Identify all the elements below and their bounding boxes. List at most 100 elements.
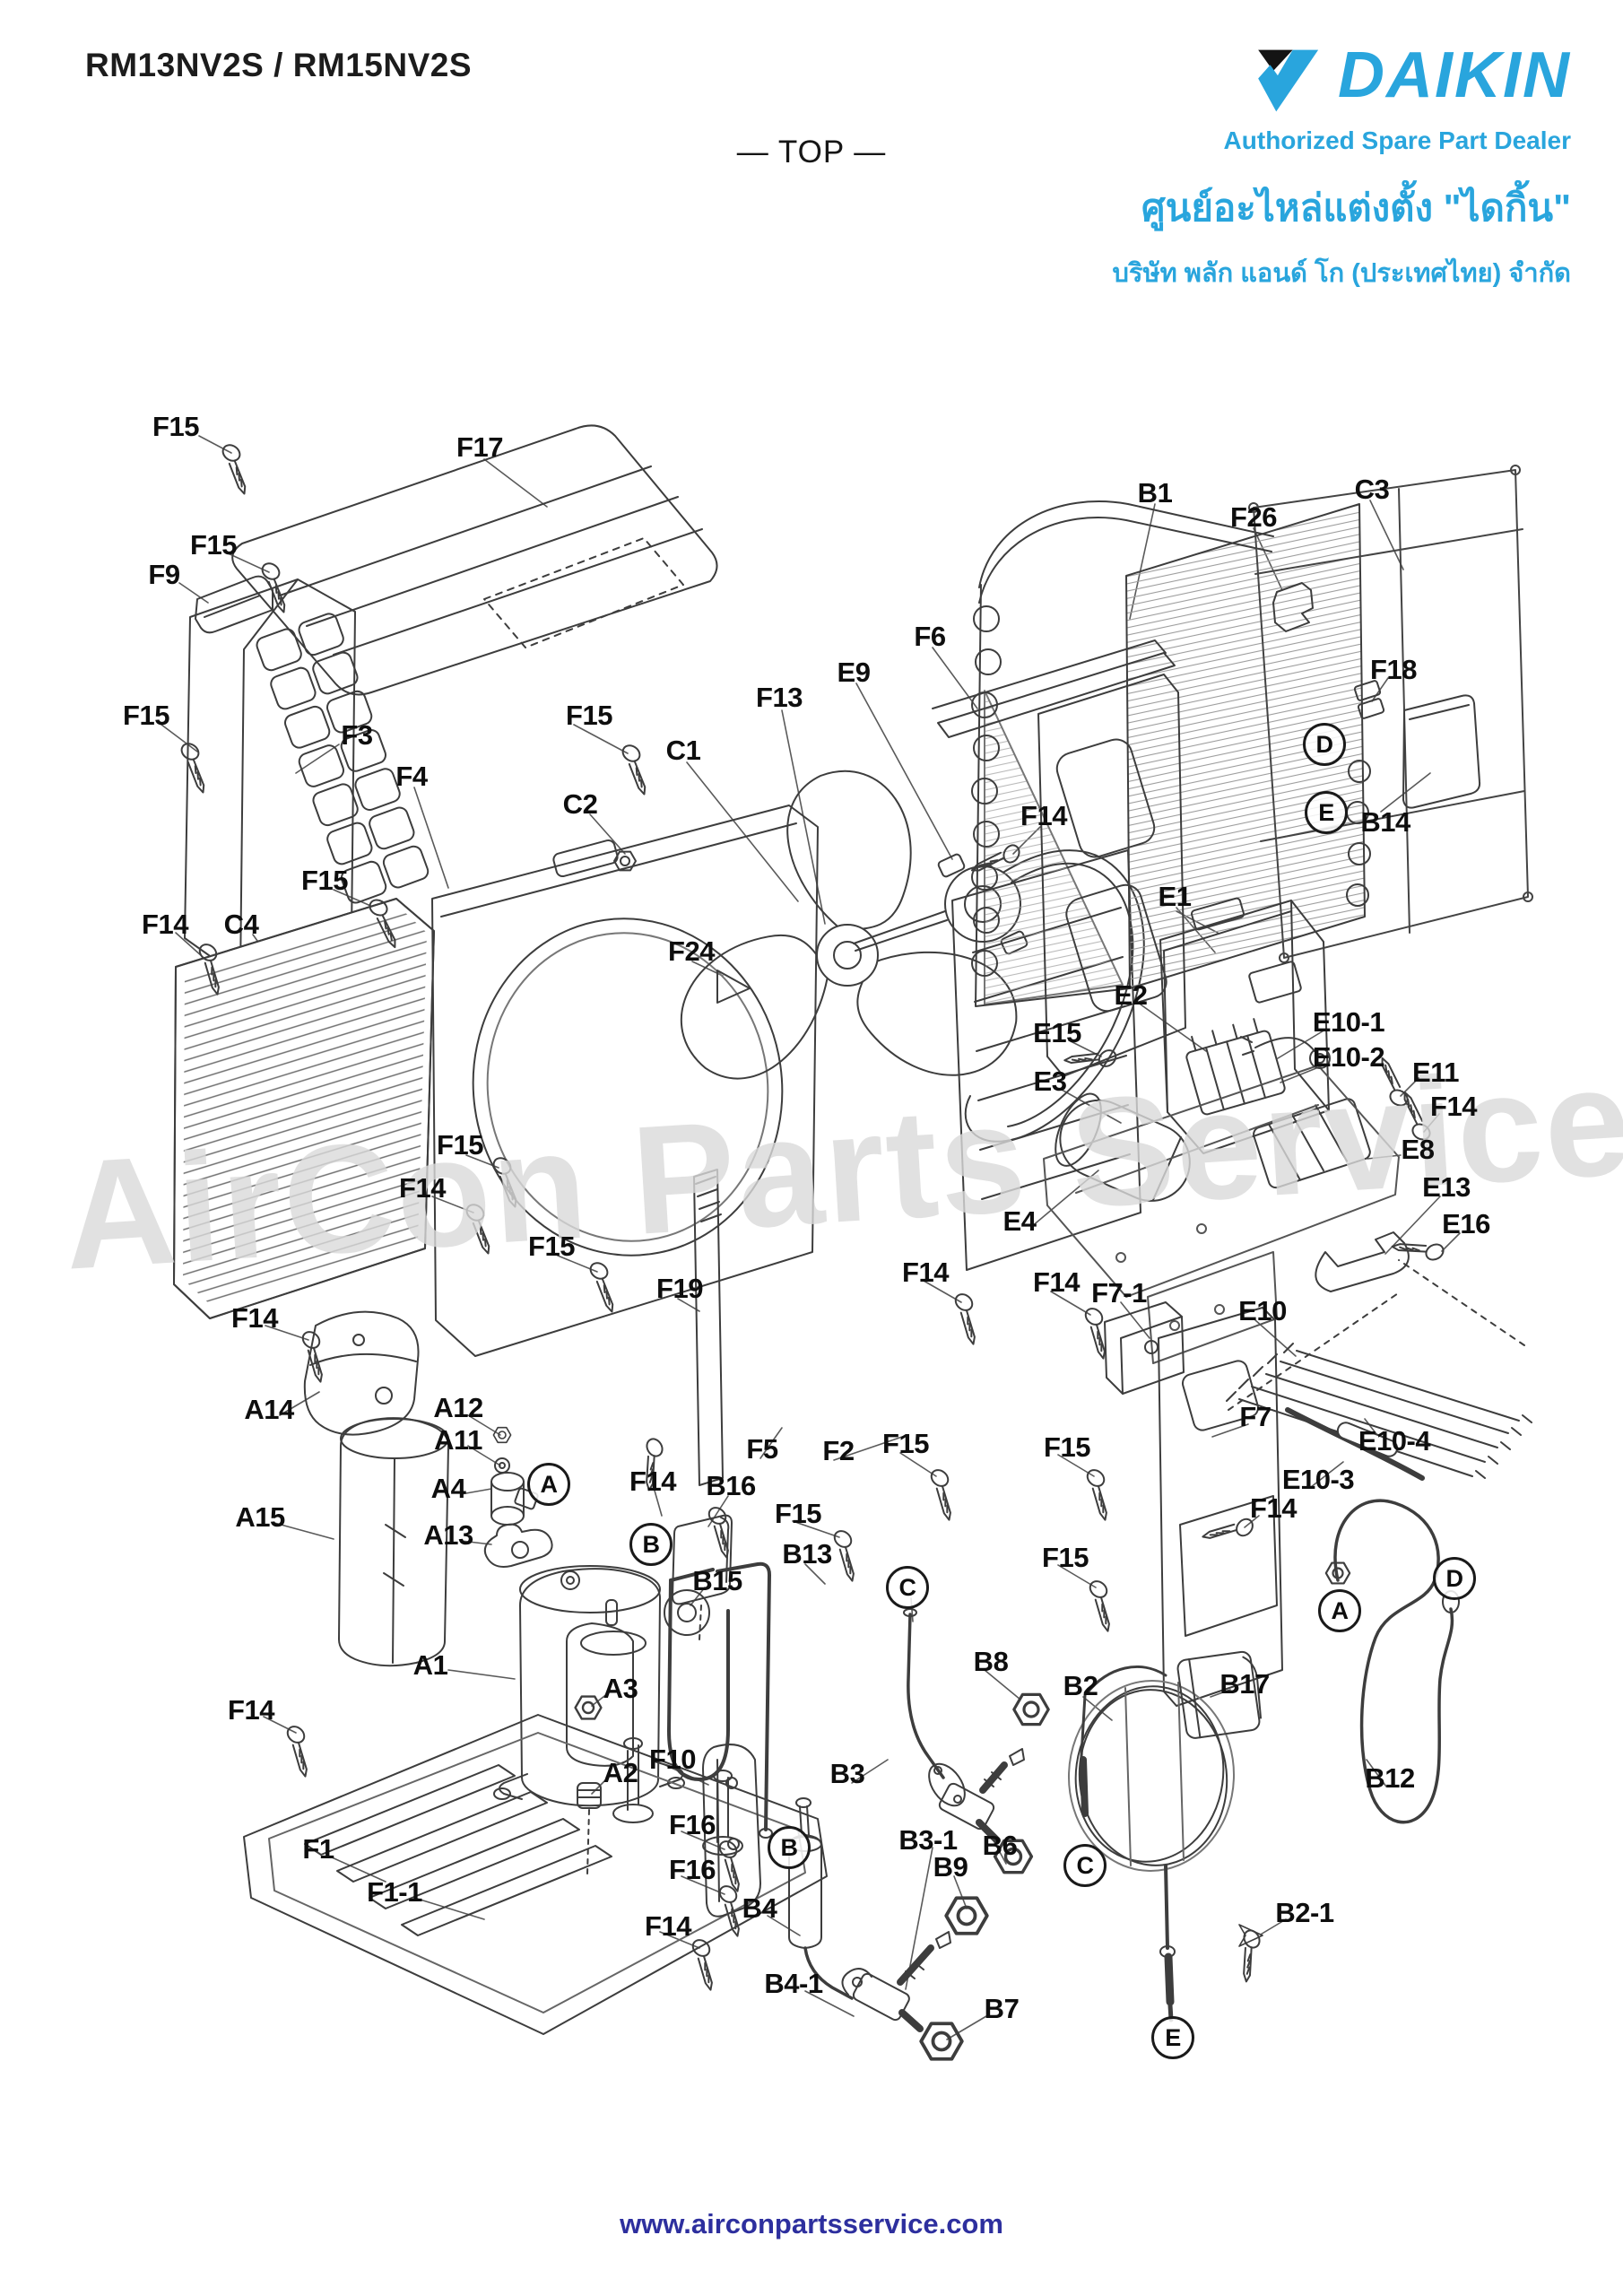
- daikin-logo-icon: [1254, 48, 1329, 117]
- brand-tagline: Authorized Spare Part Dealer: [1223, 126, 1571, 154]
- part-label-b3: B3: [829, 1758, 865, 1789]
- part-label-a2: A2: [603, 1757, 638, 1788]
- part-e10-1-ground-wire: [1240, 1036, 1331, 1069]
- part-label-b4: B4: [742, 1892, 777, 1924]
- part-label-a13: A13: [423, 1519, 473, 1551]
- part-e13-bracket: [1315, 1231, 1410, 1292]
- part-e8-connector-block: [1253, 1098, 1371, 1189]
- part-label-a15: A15: [235, 1501, 285, 1533]
- part-f19-strip: [693, 1169, 724, 1486]
- part-f9-handle: [195, 575, 273, 634]
- part-label-a4: A4: [430, 1473, 466, 1504]
- part-label-e2: E2: [1114, 979, 1148, 1011]
- part-label-b14: B14: [1360, 806, 1410, 838]
- part-label-b12: B12: [1365, 1762, 1415, 1794]
- part-label-e15: E15: [1033, 1017, 1081, 1048]
- part-label-f2: F2: [822, 1435, 855, 1466]
- part-label-f7: F7: [1239, 1401, 1271, 1432]
- dealer-thai-company: บริษัท พลัก แอนด์ โก (ประเทศไทย) จำกัด: [1112, 259, 1571, 288]
- part-label-f15: F15: [123, 700, 169, 731]
- part-label-f14: F14: [902, 1257, 949, 1288]
- part-label-c2: C2: [562, 788, 598, 820]
- brand-name: DAIKIN: [1338, 39, 1571, 111]
- part-label-f4: F4: [395, 761, 428, 792]
- part-label-a1: A1: [412, 1649, 448, 1681]
- part-label-b3-1: B3-1: [898, 1824, 958, 1856]
- part-label-a: A: [527, 1463, 570, 1506]
- part-label-f14: F14: [142, 909, 188, 940]
- part-label-f17: F17: [456, 431, 503, 463]
- part-label-c1: C1: [665, 735, 701, 766]
- dealer-thai-title: ศูนย์อะไหล่แต่งตั้ง "ไดกิ้น": [1141, 187, 1571, 229]
- part-label-f3: F3: [341, 719, 373, 751]
- part-label-f14: F14: [629, 1465, 676, 1497]
- part-label-e3: E3: [1033, 1065, 1067, 1097]
- part-f18-connector: [1353, 680, 1385, 719]
- part-label-e10: E10: [1238, 1295, 1287, 1326]
- dealer-block: DAIKIN Authorized Spare Part Dealer ศูนย…: [1069, 43, 1571, 293]
- part-b15-grommet: [664, 1589, 710, 1636]
- part-label-f24: F24: [668, 935, 715, 967]
- part-label-f9: F9: [148, 559, 180, 590]
- part-label-f16: F16: [669, 1809, 716, 1840]
- part-label-f14: F14: [645, 1910, 691, 1942]
- part-label-f1-1: F1-1: [367, 1876, 422, 1908]
- part-label-b17: B17: [1219, 1668, 1270, 1700]
- part-label-b15: B15: [692, 1565, 742, 1596]
- part-label-b9: B9: [933, 1851, 968, 1883]
- part-label-f7-1: F7-1: [1091, 1277, 1147, 1309]
- part-label-f14: F14: [1250, 1492, 1297, 1524]
- part-label-f14: F14: [1033, 1266, 1080, 1298]
- part-label-b1: B1: [1137, 477, 1173, 509]
- part-f17-top-cover: [231, 424, 718, 696]
- part-b3-valve-assembly: [903, 1608, 1050, 1874]
- part-b14-pouch: [1402, 694, 1481, 809]
- part-label-f26: F26: [1230, 501, 1277, 533]
- part-label-f14: F14: [228, 1694, 274, 1726]
- part-b17-insulator: [1176, 1650, 1263, 1739]
- part-label-e: E: [1151, 2016, 1194, 2059]
- part-b13-discharge-pipe: [667, 1561, 773, 1839]
- part-label-f15: F15: [437, 1129, 483, 1161]
- part-label-e1: E1: [1158, 881, 1192, 912]
- part-label-f16: F16: [669, 1854, 716, 1885]
- part-label-f15: F15: [301, 865, 348, 896]
- part-label-f15: F15: [152, 411, 199, 442]
- part-a14-cover-plate: [303, 1310, 420, 1436]
- part-label-f14: F14: [231, 1302, 278, 1334]
- part-a2-bushing: [577, 1782, 602, 1875]
- part-label-f15: F15: [1042, 1542, 1089, 1573]
- part-label-c3: C3: [1354, 474, 1390, 505]
- part-label-f5: F5: [746, 1433, 778, 1465]
- part-e4-capacitor: [1055, 1092, 1191, 1202]
- part-label-c: C: [886, 1566, 929, 1609]
- part-label-b7: B7: [984, 1993, 1020, 2024]
- part-a13-bracket: [483, 1523, 553, 1568]
- part-c4-rear-grille: [173, 898, 435, 1319]
- part-label-f14: F14: [1020, 800, 1067, 831]
- page-title: RM13NV2S / RM15NV2S: [85, 47, 473, 83]
- part-label-b2-1: B2-1: [1275, 1897, 1334, 1928]
- part-label-b2: B2: [1063, 1670, 1098, 1701]
- part-label-a14: A14: [244, 1394, 294, 1425]
- part-label-f15: F15: [190, 529, 237, 561]
- part-label-f15: F15: [528, 1231, 575, 1262]
- part-label-b4-1: B4-1: [764, 1968, 823, 1999]
- website-link[interactable]: www.airconpartsservice.com: [620, 2208, 1003, 2239]
- part-label-f14: F14: [399, 1172, 446, 1204]
- part-label-e16: E16: [1442, 1208, 1490, 1239]
- part-label-e9: E9: [837, 657, 871, 688]
- part-label-e4: E4: [1002, 1205, 1037, 1237]
- part-label-a11: A11: [434, 1424, 482, 1456]
- part-e1-electrical-box: [1159, 897, 1330, 1154]
- part-label-e11: E11: [1412, 1057, 1459, 1088]
- part-label-c4: C4: [223, 909, 259, 940]
- part-label-a3: A3: [603, 1673, 638, 1704]
- part-label-f19: F19: [656, 1273, 703, 1304]
- part-b2-capillary-coil: [1067, 1665, 1236, 2022]
- part-label-f15: F15: [775, 1498, 821, 1529]
- part-label-b: B: [768, 1826, 811, 1869]
- part-label-f15: F15: [882, 1428, 929, 1459]
